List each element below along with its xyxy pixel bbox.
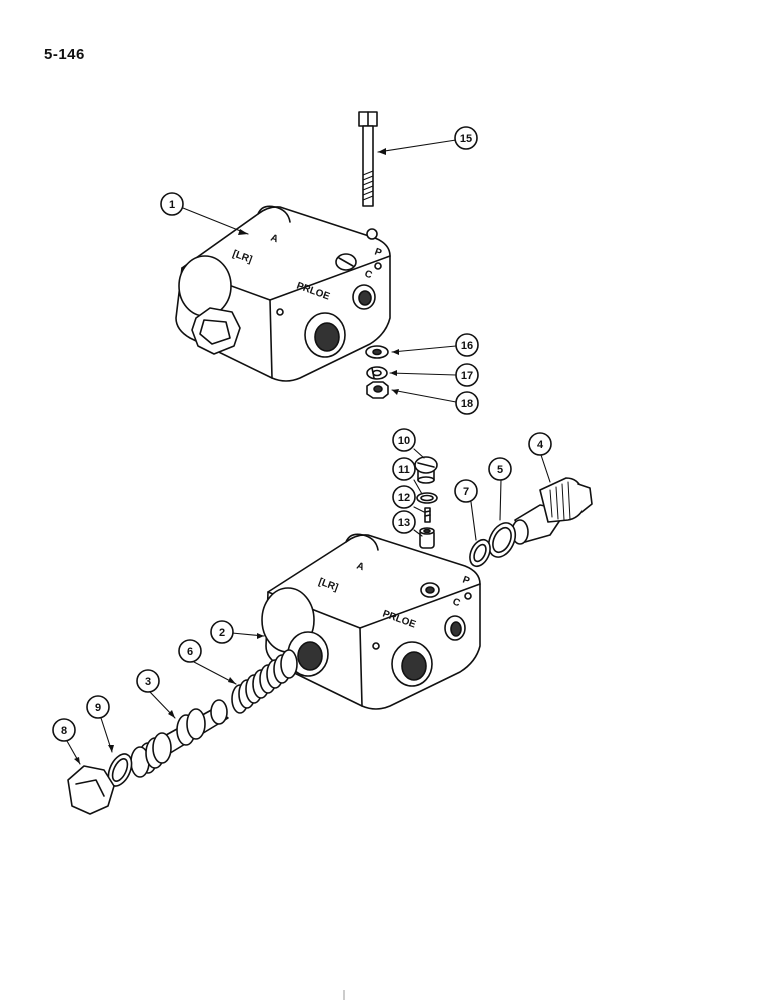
bolt bbox=[358, 111, 378, 207]
lower-c-mark: C bbox=[451, 596, 462, 609]
svg-text:18: 18 bbox=[461, 398, 473, 410]
svg-text:4: 4 bbox=[537, 439, 544, 451]
callout-11: 11 bbox=[392, 457, 416, 481]
upper-valve-body bbox=[175, 205, 391, 382]
callout-2: 2 bbox=[210, 620, 234, 644]
callout-17: 17 bbox=[455, 363, 479, 387]
callout-7: 7 bbox=[454, 479, 478, 503]
backup-ring-7 bbox=[469, 538, 491, 568]
svg-text:11: 11 bbox=[398, 464, 410, 476]
lower-a-mark: A bbox=[355, 560, 366, 573]
svg-text:15: 15 bbox=[460, 133, 472, 145]
o-ring-small bbox=[416, 492, 438, 504]
callout-1: 1 bbox=[160, 192, 184, 216]
svg-text:7: 7 bbox=[463, 486, 469, 498]
upper-c-mark: C bbox=[363, 268, 374, 281]
callout-13: 13 bbox=[392, 510, 416, 534]
spool bbox=[130, 699, 229, 778]
callout-16: 16 bbox=[455, 333, 479, 357]
lock-washer bbox=[366, 366, 388, 380]
callout-markers: 1 2 3 4 5 6 7 8 9 10 11 12 13 15 16 17 1… bbox=[52, 126, 552, 742]
callout-3: 3 bbox=[136, 669, 160, 693]
pin bbox=[424, 507, 431, 523]
svg-text:1: 1 bbox=[169, 199, 175, 211]
svg-text:9: 9 bbox=[95, 702, 101, 714]
o-ring-5 bbox=[487, 522, 517, 558]
callout-10: 10 bbox=[392, 428, 416, 452]
spring bbox=[231, 649, 298, 714]
callout-15: 15 bbox=[454, 126, 478, 150]
svg-text:13: 13 bbox=[398, 517, 410, 529]
end-plug bbox=[67, 765, 115, 815]
svg-text:5: 5 bbox=[497, 464, 503, 476]
callout-6: 6 bbox=[178, 639, 202, 663]
svg-text:10: 10 bbox=[398, 435, 410, 447]
upper-a-mark: A bbox=[269, 232, 280, 245]
svg-text:2: 2 bbox=[219, 627, 225, 639]
svg-text:3: 3 bbox=[145, 676, 151, 688]
hex-nut bbox=[366, 381, 389, 399]
callout-5: 5 bbox=[488, 457, 512, 481]
svg-text:8: 8 bbox=[61, 725, 67, 737]
flat-washer bbox=[365, 345, 389, 359]
sleeve bbox=[419, 527, 435, 549]
svg-text:16: 16 bbox=[461, 340, 473, 352]
svg-text:17: 17 bbox=[461, 370, 473, 382]
relief-cartridge bbox=[511, 477, 593, 545]
callout-18: 18 bbox=[455, 391, 479, 415]
callout-12: 12 bbox=[392, 485, 416, 509]
page-number: 5-146 bbox=[44, 46, 85, 63]
callout-9: 9 bbox=[86, 695, 110, 719]
callout-8: 8 bbox=[52, 718, 76, 742]
svg-text:12: 12 bbox=[398, 492, 410, 504]
plug-screw bbox=[414, 456, 438, 484]
svg-text:6: 6 bbox=[187, 646, 193, 658]
upper-p-mark: P bbox=[373, 246, 383, 259]
callout-4: 4 bbox=[528, 432, 552, 456]
lower-valve-body bbox=[261, 533, 481, 710]
lower-p-mark: P bbox=[461, 574, 471, 587]
